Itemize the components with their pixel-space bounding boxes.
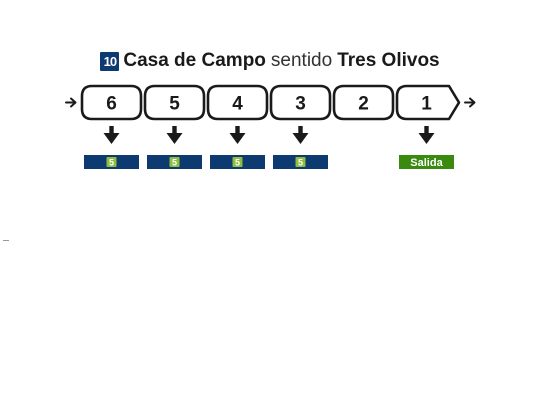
down-arrow-icon bbox=[166, 126, 183, 144]
car-number: 5 bbox=[169, 94, 180, 115]
entry-arrow-icon bbox=[65, 97, 77, 108]
train-car bbox=[143, 84, 206, 121]
line-badge-icon bbox=[169, 157, 180, 167]
exit-bar bbox=[399, 155, 454, 169]
line-badge-icon bbox=[106, 157, 117, 167]
down-arrow-icon bbox=[229, 126, 246, 144]
connection-line-label: 5 bbox=[109, 158, 114, 168]
down-arrow-icon bbox=[418, 126, 435, 144]
connection-line-label: 5 bbox=[172, 158, 177, 168]
car-number: 6 bbox=[106, 94, 117, 115]
connection-line-label: 5 bbox=[298, 158, 303, 168]
car-number: 2 bbox=[358, 94, 369, 115]
car-number: 4 bbox=[232, 94, 243, 115]
connection-line-label: 5 bbox=[235, 158, 240, 168]
line-badge-icon bbox=[295, 157, 306, 167]
train-car bbox=[332, 84, 395, 121]
destination-station: Tres Olivos bbox=[337, 50, 440, 71]
down-arrow-icon bbox=[103, 126, 120, 144]
down-arrow-icon bbox=[292, 126, 309, 144]
car-number: 1 bbox=[421, 94, 432, 115]
train-car bbox=[269, 84, 332, 121]
direction-word: sentido bbox=[270, 50, 333, 71]
train-car bbox=[80, 84, 143, 121]
travel-direction-arrow-icon bbox=[464, 97, 476, 108]
exit-label: Salida bbox=[410, 157, 443, 169]
diagram-title: 10 Casa de Campo sentido Tres Olivos bbox=[0, 48, 540, 74]
divider bbox=[3, 240, 9, 241]
train-car-front bbox=[395, 84, 461, 121]
train-car bbox=[206, 84, 269, 121]
car-number: 3 bbox=[295, 94, 306, 115]
line-number-badge: 10 bbox=[100, 51, 120, 71]
line-badge-icon bbox=[232, 157, 243, 167]
origin-station: Casa de Campo bbox=[123, 50, 266, 71]
